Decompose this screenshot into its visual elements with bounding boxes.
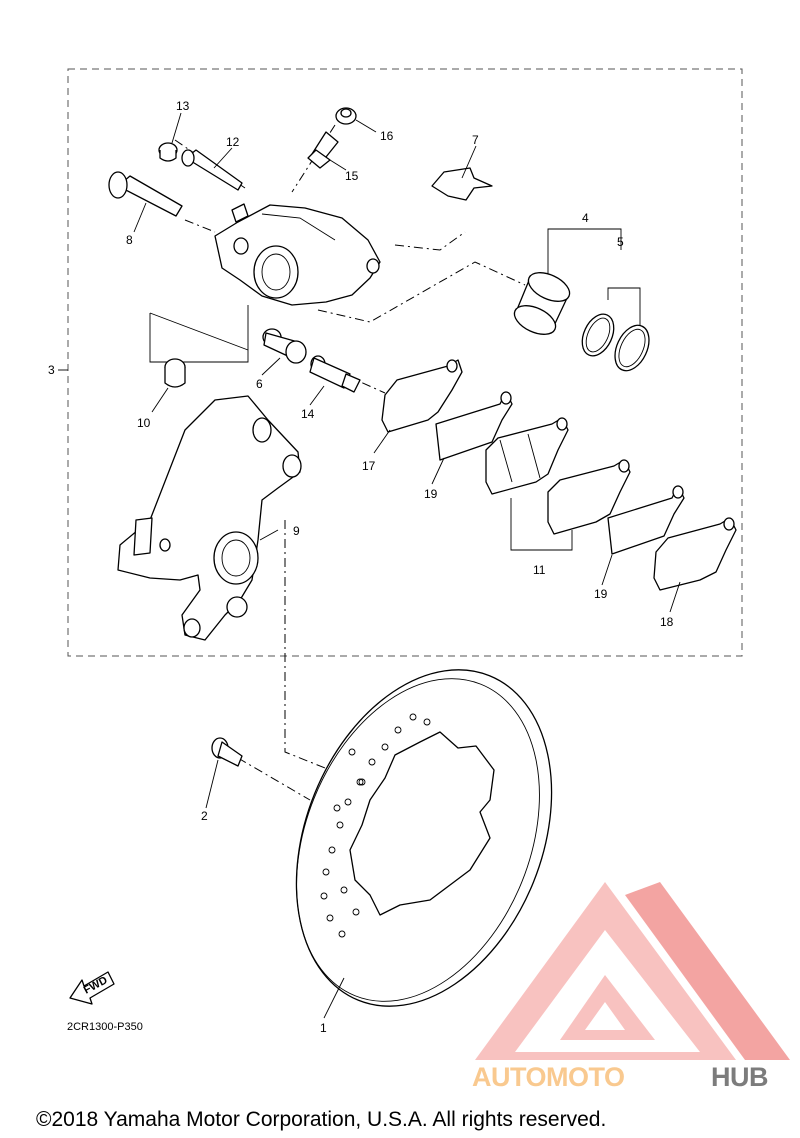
part-13-cap[interactable] [158,142,178,162]
part-7-pad-clip[interactable] [431,167,493,201]
part-14-pin[interactable] [309,355,361,393]
callout-13: 13 [176,99,190,113]
part-11-pad-outer[interactable] [547,459,631,535]
centerline-bolt [237,757,311,801]
bracket-11 [510,498,573,551]
callout-3: 3 [48,363,55,377]
callout-10: 10 [137,416,151,430]
bracket-caliper-diag [149,312,249,351]
bracket-caliper [149,305,249,363]
part-19-shim-upper[interactable] [435,391,513,461]
callout-1: 1 [320,1021,327,1035]
part-15-bleeder-screw[interactable] [307,131,339,169]
brand-text-automoto: AUTOMOTO [472,1062,625,1092]
callout-7: 7 [472,133,479,147]
part-9-caliper-bracket[interactable] [117,395,302,641]
callout-numbers: 1 2 3 4 5 6 7 8 9 10 11 12 13 14 15 16 1… [48,99,674,1035]
callout-8: 8 [126,233,133,247]
callout-12: 12 [226,135,240,149]
centerline-rotor [284,520,331,771]
disc-vent-holes [320,713,431,938]
callout-15: 15 [345,169,359,183]
centerline-piston [317,261,526,323]
bracket-4 [547,228,622,285]
callout-5: 5 [617,235,624,249]
part-1-brake-disc[interactable] [249,632,599,1045]
callout-19-upper: 19 [424,487,438,501]
caliper-assembly-boundary [67,68,743,657]
part-6-boot[interactable] [262,328,307,364]
drawing-code: 2CR1300-P350 [67,1021,143,1033]
automotohub-logo-mark [475,882,790,1060]
part-19-shim-lower[interactable] [607,485,685,555]
part-4-piston[interactable] [510,267,574,340]
brand-text-hub: HUB [711,1062,768,1092]
part-12-pad-pin[interactable] [181,149,243,191]
callout-19-lower: 19 [594,587,608,601]
part-17-brake-pad[interactable] [381,359,463,433]
callout-18: 18 [660,615,674,629]
callout-17: 17 [362,459,376,473]
callout-16: 16 [380,129,394,143]
bracket-5 [607,287,641,340]
fwd-arrow-icon: FWD [69,971,115,1005]
part-caliper-body[interactable] [214,203,381,306]
part-8-slide-bolt[interactable] [108,171,183,217]
callout-9: 9 [293,524,300,538]
centerline-clip [394,231,466,251]
callout-2: 2 [201,809,208,823]
part-5-seals[interactable] [576,309,656,376]
callout-leaders [133,112,681,1019]
automotohub-wordmark: AUTOMOTO HUB [472,1062,769,1092]
part-18-brake-pad[interactable] [653,517,737,591]
callout-11: 11 [533,563,546,577]
part-10-bushing[interactable] [164,358,186,388]
callout-14: 14 [301,407,315,421]
callout-4: 4 [582,211,589,225]
part-16-bleeder-cap[interactable] [335,107,357,125]
part-11-pad-inner[interactable] [485,417,569,495]
part-2-rotor-bolt[interactable] [211,737,243,767]
copyright-notice: ©2018 Yamaha Motor Corporation, U.S.A. A… [36,1108,606,1131]
centerline-slide-pin [184,219,216,233]
callout-6: 6 [256,377,263,391]
